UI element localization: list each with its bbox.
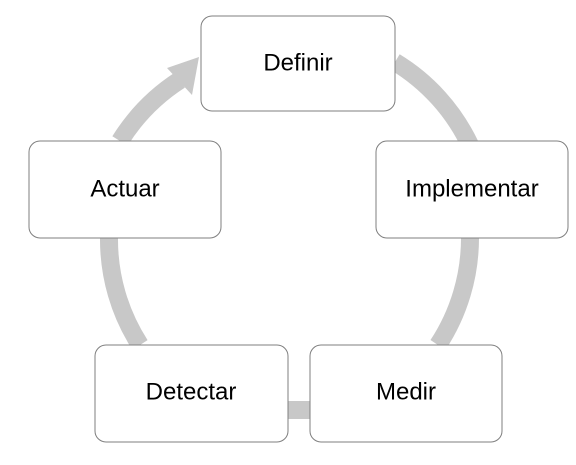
arrowhead-icon [167, 57, 199, 95]
cycle-step-implementar: Implementar [375, 140, 569, 239]
step-label: Implementar [405, 175, 538, 202]
arc-detectar-actuar [99, 237, 148, 350]
step-box [200, 15, 396, 112]
step-box [28, 140, 222, 239]
step-label: Medir [376, 378, 436, 405]
arc-actuar-definir [112, 72, 186, 146]
step-label: Definir [263, 49, 332, 76]
step-box [309, 344, 503, 443]
step-label: Actuar [90, 175, 159, 202]
cycle-step-detectar: Detectar [94, 344, 289, 443]
cycle-step-definir: Definir [200, 15, 396, 112]
arc-definir-implementar [390, 54, 479, 149]
cycle-arrow [99, 54, 479, 419]
cycle-step-medir: Medir [309, 344, 503, 443]
cycle-step-actuar: Actuar [28, 140, 222, 239]
arc-implementar-medir [430, 237, 479, 350]
step-box [375, 140, 569, 239]
step-box [94, 344, 289, 443]
step-label: Detectar [146, 378, 237, 405]
